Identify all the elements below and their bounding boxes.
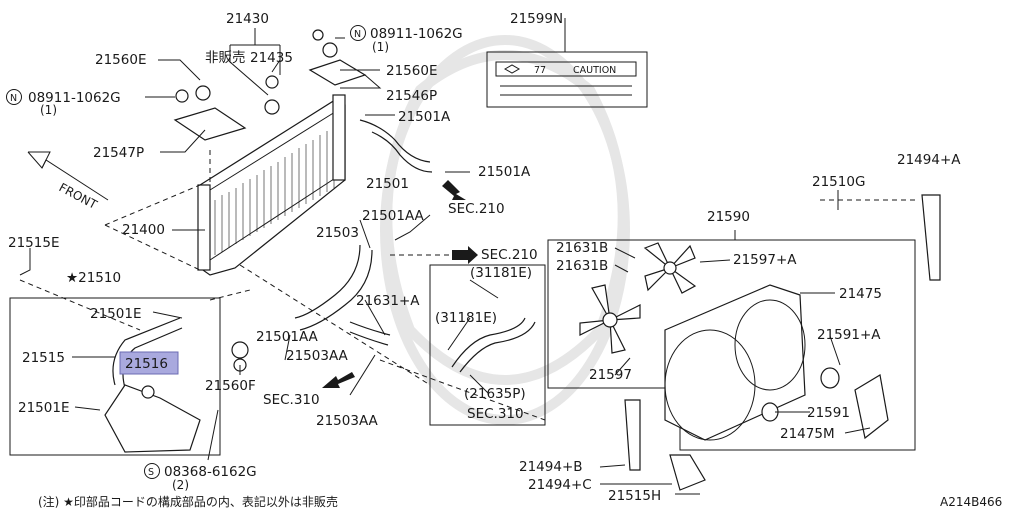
diagram-code: A214B466 <box>940 495 1002 509</box>
label-21631B-b: 21631B <box>556 258 608 274</box>
label-21631A: 21631+A <box>356 293 420 309</box>
label-21597: 21597 <box>589 367 632 383</box>
label-21591: 21591 <box>807 405 850 421</box>
n-mark-right <box>350 25 366 41</box>
leader-lines <box>19 18 871 495</box>
label-21501A-lower: 21501A <box>478 164 531 180</box>
label-21597A: 21597+A <box>733 252 797 268</box>
label-21503AA-lower: 21503AA <box>316 413 379 429</box>
label-21516-highlighted: 21516 <box>125 356 168 372</box>
label-21591A: 21591+A <box>817 327 881 343</box>
label-21560E-right: 21560E <box>386 63 437 79</box>
label-21501A-upper: 21501A <box>398 109 451 125</box>
label-21494A-top: 21494+A <box>897 152 961 168</box>
label-21515H: 21515H <box>608 488 661 504</box>
radiator-assembly <box>197 75 346 372</box>
label-21475M: 21475M <box>780 426 835 442</box>
hoses <box>104 119 536 453</box>
label-hihanbai: 非販売 <box>205 50 246 66</box>
label-21501: 21501 <box>366 176 409 192</box>
label-31181E-upper: (31181E) <box>470 265 532 281</box>
label-21560F: 21560F <box>205 378 256 394</box>
upper-brackets <box>173 29 367 141</box>
label-sec210-lower: SEC.210 <box>481 247 538 263</box>
label-21546P: 21546P <box>386 88 437 104</box>
part-labels: 21430 非販売 21435 21560E N 08911-1062G (1)… <box>6 11 1002 509</box>
label-sec210-upper: SEC.210 <box>448 201 505 217</box>
label-31181E-lower: (31181E) <box>435 310 497 326</box>
label-21631B-a: 21631B <box>556 240 608 256</box>
label-21599N: 21599N <box>510 11 563 27</box>
label-21510: ★21510 <box>66 270 121 286</box>
label-21501AA-lower: 21501AA <box>256 329 319 345</box>
n-mark-left-text: N <box>10 93 17 104</box>
label-21515: 21515 <box>22 350 65 366</box>
label-08911-right-qty: (1) <box>372 40 389 54</box>
fan-shroud <box>624 194 941 491</box>
label-21501E-lower: 21501E <box>18 400 69 416</box>
label-21503AA-upper: 21503AA <box>286 348 349 364</box>
label-21494C: 21494+C <box>528 477 592 493</box>
label-21515E: 21515E <box>8 235 59 251</box>
label-08911-left: 08911-1062G <box>28 90 121 106</box>
label-21560E-left: 21560E <box>95 52 146 68</box>
caution-diamond-icon <box>503 64 521 74</box>
label-21400: 21400 <box>122 222 165 238</box>
label-08911-right: 08911-1062G <box>370 26 463 42</box>
direction-arrows <box>27 151 478 388</box>
label-08368-qty: (2) <box>172 478 189 492</box>
label-21494B: 21494+B <box>519 459 583 475</box>
label-21475: 21475 <box>839 286 882 302</box>
label-21503: 21503 <box>316 225 359 241</box>
label-21590: 21590 <box>707 209 750 225</box>
n-mark-left <box>6 89 22 105</box>
label-08911-left-qty: (1) <box>40 103 57 117</box>
highlight-box-21516 <box>119 351 179 375</box>
label-sec310-left: SEC.310 <box>263 392 320 408</box>
outline-boxes <box>9 51 916 456</box>
s-mark-text: S <box>148 467 154 478</box>
label-21510G: 21510G <box>812 174 865 190</box>
guide-lines <box>19 100 915 421</box>
label-21501E-upper: 21501E <box>90 306 141 322</box>
label-21547P: 21547P <box>93 145 144 161</box>
s-mark <box>144 463 160 479</box>
label-08368: 08368-6162G <box>164 464 257 480</box>
label-21635P: (21635P) <box>464 386 526 402</box>
fan-blades <box>579 242 697 354</box>
label-sec310-right: SEC.310 <box>467 406 524 422</box>
front-label: FRONT <box>57 180 100 212</box>
label-21430: 21430 <box>226 11 269 27</box>
label-21435: 21435 <box>250 50 293 66</box>
caution-text: CAUTION <box>573 65 616 76</box>
watermark-emblem <box>380 35 630 425</box>
n-mark-right-text: N <box>354 29 361 40</box>
label-21501AA-upper: 21501AA <box>362 208 425 224</box>
footnote: (注) ★印部品コードの構成部品の内、表記以外は非販売 <box>38 494 338 509</box>
caution-mark: 77 <box>534 65 546 76</box>
